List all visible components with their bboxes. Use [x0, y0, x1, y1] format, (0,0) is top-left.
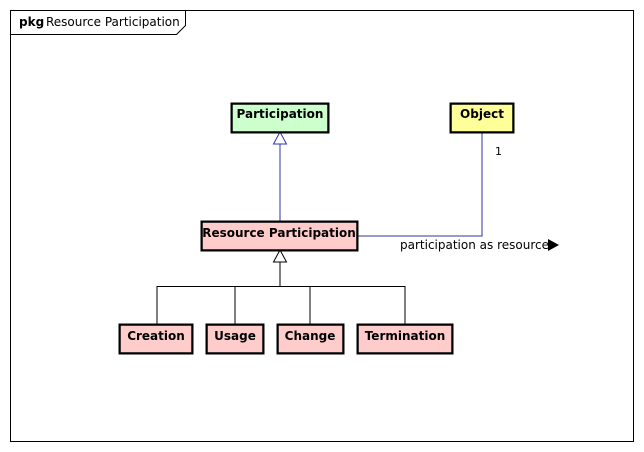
class-participation-label: Participation: [237, 107, 324, 121]
class-creation-label: Creation: [127, 329, 185, 343]
frame-title: Resource Participation: [46, 15, 180, 29]
class-change-label: Change: [285, 329, 336, 343]
class-resource-participation[interactable]: Resource Participation: [200, 220, 359, 252]
frame-keyword: pkg: [19, 15, 44, 29]
class-usage-label: Usage: [214, 329, 256, 343]
class-termination[interactable]: Termination: [356, 323, 454, 355]
generalization-arrowhead: [272, 130, 288, 145]
generalization-tree: [156, 248, 406, 324]
association-participation-as-resource: 1 participation as resource: [357, 132, 559, 252]
association-multiplicity: 1: [495, 145, 502, 158]
class-object[interactable]: Object: [449, 102, 515, 134]
association-name: participation as resource: [400, 238, 549, 252]
class-creation[interactable]: Creation: [118, 323, 194, 355]
generalization-to-participation: [272, 130, 288, 221]
class-resource-participation-label: Resource Participation: [202, 226, 356, 240]
class-object-label: Object: [460, 107, 504, 121]
class-change[interactable]: Change: [276, 323, 345, 355]
class-usage[interactable]: Usage: [205, 323, 265, 355]
frame-tab: [10, 10, 186, 35]
class-participation[interactable]: Participation: [230, 102, 330, 134]
association-direction-arrow-icon: [548, 239, 559, 251]
class-termination-label: Termination: [365, 329, 446, 343]
